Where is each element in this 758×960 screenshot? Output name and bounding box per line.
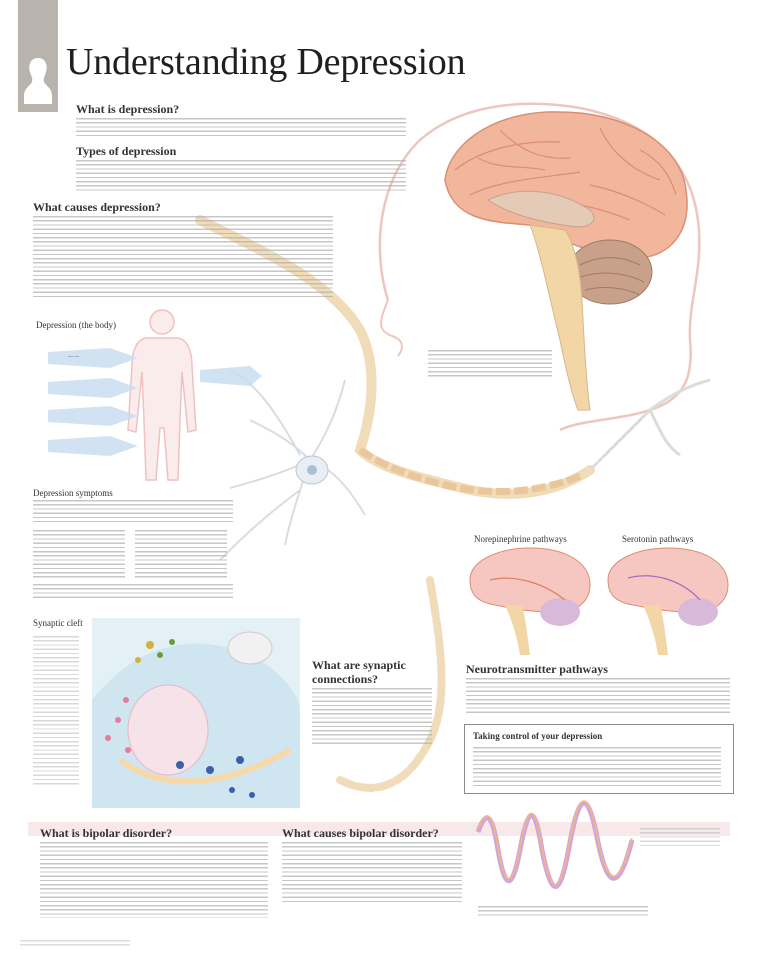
heading-norepinephrine-pathways: Norepinephrine pathways [474,534,567,544]
heading-depression-body: Depression (the body) [36,320,116,330]
heading-taking-control: Taking control of your depression [473,731,603,741]
brain-stem [529,224,591,411]
heading-what-is-bipolar: What is bipolar disorder? [40,826,173,840]
poster-title: Understanding Depression [66,41,466,83]
synaptic-cleft-labels [33,636,79,786]
text-what-is-bipolar [40,842,268,918]
heading-types-of-depression: Types of depression [76,144,177,158]
heading-depression-symptoms: Depression symptoms [33,488,113,498]
heading-synaptic-cleft: Synaptic cleft [33,618,83,628]
serotonin-brain [607,547,729,655]
heading-neurotransmitter-pathways: Neurotransmitter pathways [466,662,608,676]
text-what-is-depression [76,118,406,136]
symptom-list-right [135,530,227,578]
label-body-1: — — [68,354,80,360]
head-outline [378,102,701,432]
neuron-illustration [219,369,366,561]
text-mood-wave-caption [478,906,648,918]
text-synaptic-connections [312,688,432,744]
bipolar-band [28,822,730,836]
head-silhouette-icon [24,58,52,104]
heading-synaptic-connections-1: What are synaptic [312,658,406,672]
body-effect-arrows [48,348,262,456]
symptom-list-left [33,530,125,578]
text-symptoms-footer [33,584,233,598]
text-depression-symptoms [33,500,233,522]
text-brain-caption [428,350,552,378]
heading-what-causes-bipolar: What causes bipolar disorder? [282,826,439,840]
heading-what-is-depression: What is depression? [76,102,180,116]
text-what-causes-depression [33,216,333,298]
body-illustration [127,309,197,481]
heading-what-causes-depression: What causes depression? [33,200,161,214]
text-types-of-depression [76,160,406,192]
footer-credit [20,940,130,946]
text-taking-control [473,747,721,787]
poster-logo [18,0,58,112]
heading-synaptic-connections-2: connections? [312,672,378,686]
heading-serotonin-pathways: Serotonin pathways [622,534,694,544]
mood-wave-legend [640,828,720,848]
norepinephrine-brain [469,547,591,655]
text-neurotransmitter-pathways [466,678,730,716]
synaptic-cleft-illustration [92,618,300,808]
taking-control-box: Taking control of your depression [464,724,734,794]
text-what-causes-bipolar [282,842,462,904]
brain-illustration [444,111,688,411]
